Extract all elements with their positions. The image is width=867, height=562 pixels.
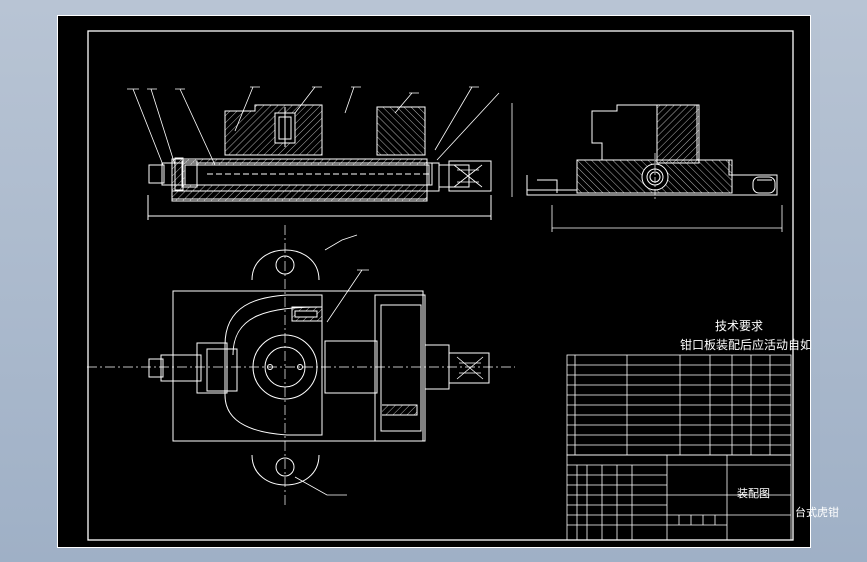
- parts-list: [566, 354, 792, 456]
- part-name-label: 台式虎钳: [795, 506, 839, 519]
- cad-drawing: [57, 15, 811, 548]
- title-block: [566, 454, 792, 541]
- drawing-type-label: 装配图: [737, 487, 770, 500]
- top-view: [87, 225, 515, 505]
- front-view: [127, 86, 500, 220]
- drawing-sheet: 技术要求 钳口板装配后应活动自如 装配图 台式虎钳: [57, 15, 839, 548]
- technical-requirements-text: 钳口板装配后应活动自如: [680, 338, 813, 352]
- side-view: [511, 103, 783, 232]
- technical-requirements-title: 技术要求: [715, 319, 764, 333]
- outer-frame: [57, 15, 811, 548]
- inner-frame: [87, 30, 794, 541]
